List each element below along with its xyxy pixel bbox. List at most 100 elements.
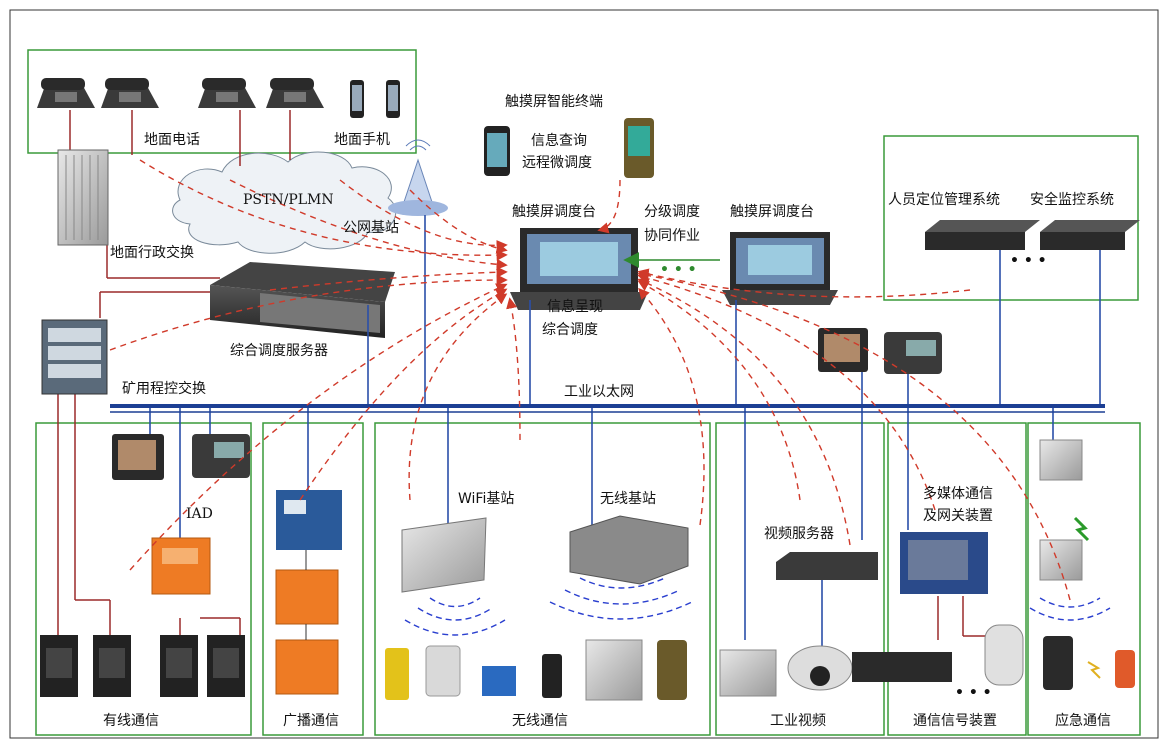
emergency-frame: [1027, 422, 1141, 736]
wired-ip-phone-icon: [192, 434, 250, 478]
iad-box-icon: [151, 537, 211, 595]
ground-mobile-label: 地面手机: [334, 132, 390, 148]
outer-border: [9, 9, 1159, 739]
info-label-2: 综合调度: [542, 322, 598, 338]
emergency-devices: [1039, 439, 1135, 690]
terminal-line-2: 远程微调度: [522, 155, 592, 171]
mobile-phone-icon: [386, 80, 400, 118]
section-broadcast-label: 广播通信: [283, 713, 339, 729]
rugged-phone-icon: [657, 640, 687, 700]
multimedia-gateway-icon: [900, 532, 988, 594]
multimedia-label-1: 多媒体通信: [923, 486, 993, 502]
explosion-proof-phones: [40, 635, 245, 697]
dispatch-server-label: 综合调度服务器: [230, 343, 328, 359]
section-emergency-label: 应急通信: [1055, 713, 1111, 729]
section-video-label: 工业视频: [770, 713, 826, 729]
video-server-icon: [776, 552, 878, 580]
mine-handset-icon: [385, 648, 409, 700]
dispatch-dashed-links: [109, 159, 1071, 601]
ground-wires: [57, 110, 1000, 640]
wifi-base-icon: [401, 517, 487, 593]
handheld-terminal-icon: [1043, 636, 1073, 690]
signal-dots: • • •: [955, 685, 992, 701]
admin-exchange-label: 地面行政交换: [110, 245, 194, 261]
terminal-line-1: 信息查询: [531, 133, 587, 149]
detector-icon: [1115, 650, 1135, 688]
ground-phone-label: 地面电话: [144, 132, 200, 148]
admin-exchange-rack: [57, 149, 109, 246]
terminal-title: 触摸屏智能终端: [505, 94, 603, 110]
wired-frame: [35, 422, 252, 736]
tiered-label-2: 协同作业: [644, 228, 700, 244]
ethernet-backbone: [110, 404, 1105, 413]
public-base-station-icon: [388, 139, 448, 216]
walkie-talkie-icon: [542, 654, 562, 698]
mine-exchange-rack: [41, 319, 108, 395]
multimedia-label-2: 及网关装置: [923, 508, 993, 524]
rugged-terminal-icon: [624, 118, 654, 178]
mine-exchange-label: 矿用程控交换: [122, 381, 206, 397]
video-server-label: 视频服务器: [764, 526, 834, 542]
pstn-label: PSTN/PLMN: [243, 192, 334, 208]
signal-frame: [887, 422, 1027, 736]
wired-videophone-icon: [112, 434, 164, 480]
console-left-label: 触摸屏调度台: [512, 204, 596, 220]
section-wired-label: 有线通信: [103, 713, 159, 729]
mobile-phone-icon: [350, 80, 364, 118]
ground-phones-frame: [27, 49, 417, 154]
signal-bolt-icon: [1087, 661, 1101, 679]
tiered-dots: • • •: [660, 262, 697, 278]
emergency-base-icon: [1039, 539, 1083, 581]
desk-phone-icon: [37, 78, 95, 108]
tiered-label-1: 分级调度: [644, 204, 700, 220]
mine-camera-icon: [719, 649, 777, 697]
safety-server-icon: [1040, 220, 1140, 250]
emergency-base-icon: [1039, 439, 1083, 481]
broadcast-speaker-icon: [275, 569, 339, 625]
dispatch-server-icon: [210, 262, 395, 338]
ip-phone-icon: [884, 332, 942, 374]
monitor-dots: • • •: [1010, 253, 1047, 269]
wireless-terminals: [385, 639, 687, 701]
mine-phone-icon: [40, 635, 78, 697]
locator-box-icon: [585, 639, 643, 701]
videophone-icon: [818, 328, 868, 372]
section-frames: [27, 49, 1141, 736]
gas-detector-icon: [425, 645, 461, 697]
ethernet-links: [149, 215, 1101, 648]
personnel-label: 人员定位管理系统: [888, 192, 1000, 208]
wifi-label: WiFi基站: [458, 491, 515, 507]
monitoring-frame: [883, 135, 1139, 301]
broadcast-speaker-icon: [275, 639, 339, 695]
display-board-icon: [852, 652, 952, 682]
wireless-base-label: 无线基站: [600, 491, 656, 507]
desk-phone-icon: [101, 78, 159, 108]
public-base-label: 公网基站: [343, 220, 399, 236]
broadcast-frame: [262, 422, 364, 736]
wireless-waves: [404, 577, 1111, 636]
video-frame: [715, 422, 885, 736]
broadcast-devices: [275, 490, 342, 695]
iad-label: IAD: [186, 506, 213, 522]
desk-phone-icon: [198, 78, 256, 108]
wireless-frame: [374, 422, 711, 736]
wireless-base-icon: [569, 515, 689, 585]
console-right-icon: [722, 232, 838, 305]
section-signal-label: 通信信号装置: [913, 713, 997, 729]
mine-phone-icon: [93, 635, 131, 697]
dome-camera-icon: [787, 645, 853, 691]
console-left-icon: [510, 228, 648, 310]
smartphone-icon: [484, 126, 510, 176]
backbone-label: 工业以太网: [564, 384, 634, 400]
safety-label: 安全监控系统: [1030, 192, 1114, 208]
mine-phone-icon: [160, 635, 198, 697]
desk-phones-top: [37, 78, 400, 118]
section-wireless-label: 无线通信: [512, 713, 568, 729]
mine-phone-icon: [207, 635, 245, 697]
broadcast-controller-icon: [276, 490, 342, 550]
desk-phone-icon: [266, 78, 324, 108]
cap-lamp-icon: [482, 666, 516, 696]
personnel-server-icon: [925, 220, 1040, 250]
